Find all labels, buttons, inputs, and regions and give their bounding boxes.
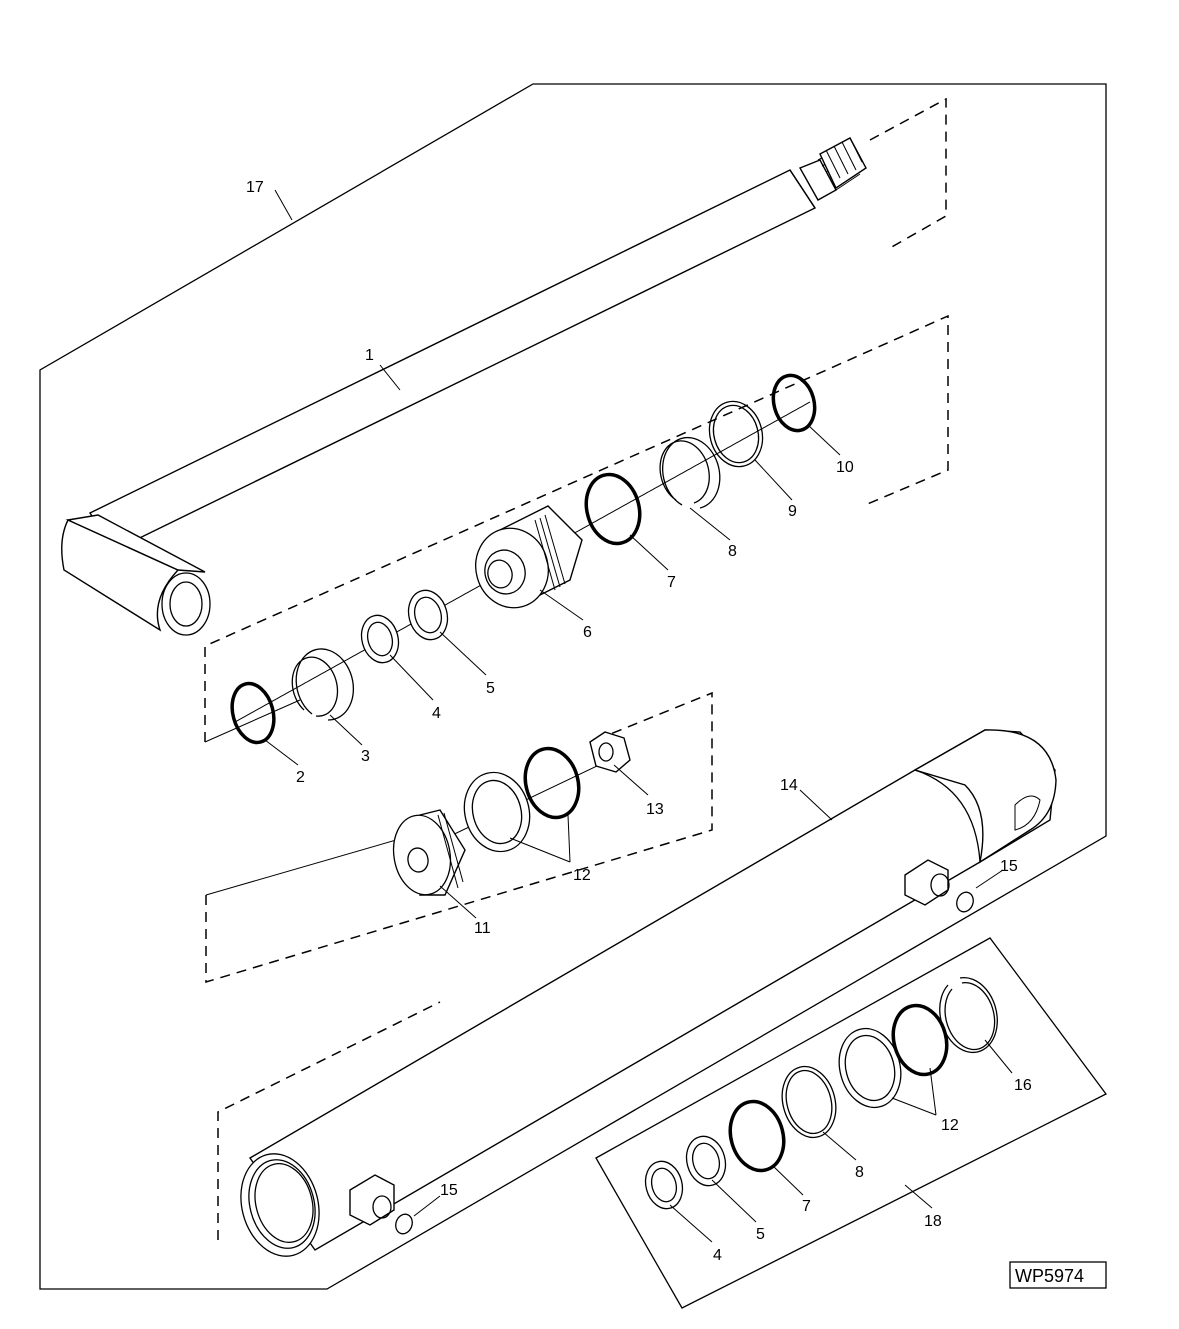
assembly-outline xyxy=(39,83,1107,1290)
kit-ring-item-16 xyxy=(939,976,998,1054)
callout-8-a: 8 xyxy=(728,543,737,560)
oring-item-15-a xyxy=(956,891,974,913)
callout-14: 14 xyxy=(780,777,798,794)
backup-ring-item-8 xyxy=(659,436,721,509)
callout-17: 17 xyxy=(246,179,264,196)
piston-item-6 xyxy=(475,505,583,609)
diagram-id: WP5974 xyxy=(1015,1266,1084,1286)
oring-item-2 xyxy=(230,681,276,745)
kit-wiper-item-4 xyxy=(644,1160,684,1210)
callout-7-a: 7 xyxy=(667,574,676,591)
ring-item-5 xyxy=(407,589,449,641)
oring-item-10 xyxy=(771,373,817,433)
piston-rod xyxy=(61,137,867,636)
head-item-11 xyxy=(392,809,466,896)
callout-15-b: 15 xyxy=(440,1182,458,1199)
wiper-item-4 xyxy=(360,614,400,664)
callout-11: 11 xyxy=(474,920,491,937)
oring-item-7 xyxy=(584,472,642,546)
leader-lines xyxy=(264,189,1013,1243)
callout-1: 1 xyxy=(365,347,374,364)
callout-7-b: 7 xyxy=(802,1198,811,1215)
oring-item-15-b xyxy=(395,1213,413,1235)
head-dashed-group xyxy=(205,691,713,984)
seal-kit-outline-item-18 xyxy=(595,937,1107,1309)
callout-13: 13 xyxy=(646,801,664,818)
barrel-dashed-group xyxy=(217,1001,441,1240)
callout-4-b: 4 xyxy=(713,1247,722,1264)
callout-12-b: 12 xyxy=(941,1117,959,1134)
kit-ring-item-8 xyxy=(781,1065,837,1139)
callout-16: 16 xyxy=(1014,1077,1032,1094)
callout-6: 6 xyxy=(583,624,592,641)
kit-oring-item-7 xyxy=(728,1099,786,1173)
callout-10: 10 xyxy=(836,459,854,476)
diagram-id-box xyxy=(1009,1261,1107,1289)
callout-4-a: 4 xyxy=(432,705,441,722)
barrel-item-14 xyxy=(240,729,1057,1257)
callout-3: 3 xyxy=(361,748,370,765)
piston-dashed-group xyxy=(204,314,949,742)
rod-dashed-group xyxy=(869,97,947,249)
callout-18: 18 xyxy=(924,1213,942,1230)
callout-2: 2 xyxy=(296,769,305,786)
callout-9: 9 xyxy=(788,503,797,520)
callout-12-a: 12 xyxy=(573,867,591,884)
callout-15-a: 15 xyxy=(1000,858,1018,875)
kit-ring-item-5 xyxy=(685,1135,727,1187)
oring-item-12 xyxy=(523,746,581,820)
callout-8-b: 8 xyxy=(855,1164,864,1181)
ring-item-9 xyxy=(708,400,764,468)
callout-5-b: 5 xyxy=(756,1226,765,1243)
snap-ring-item-3 xyxy=(291,648,355,721)
nut-item-13 xyxy=(589,731,631,773)
callout-5-a: 5 xyxy=(486,680,495,697)
